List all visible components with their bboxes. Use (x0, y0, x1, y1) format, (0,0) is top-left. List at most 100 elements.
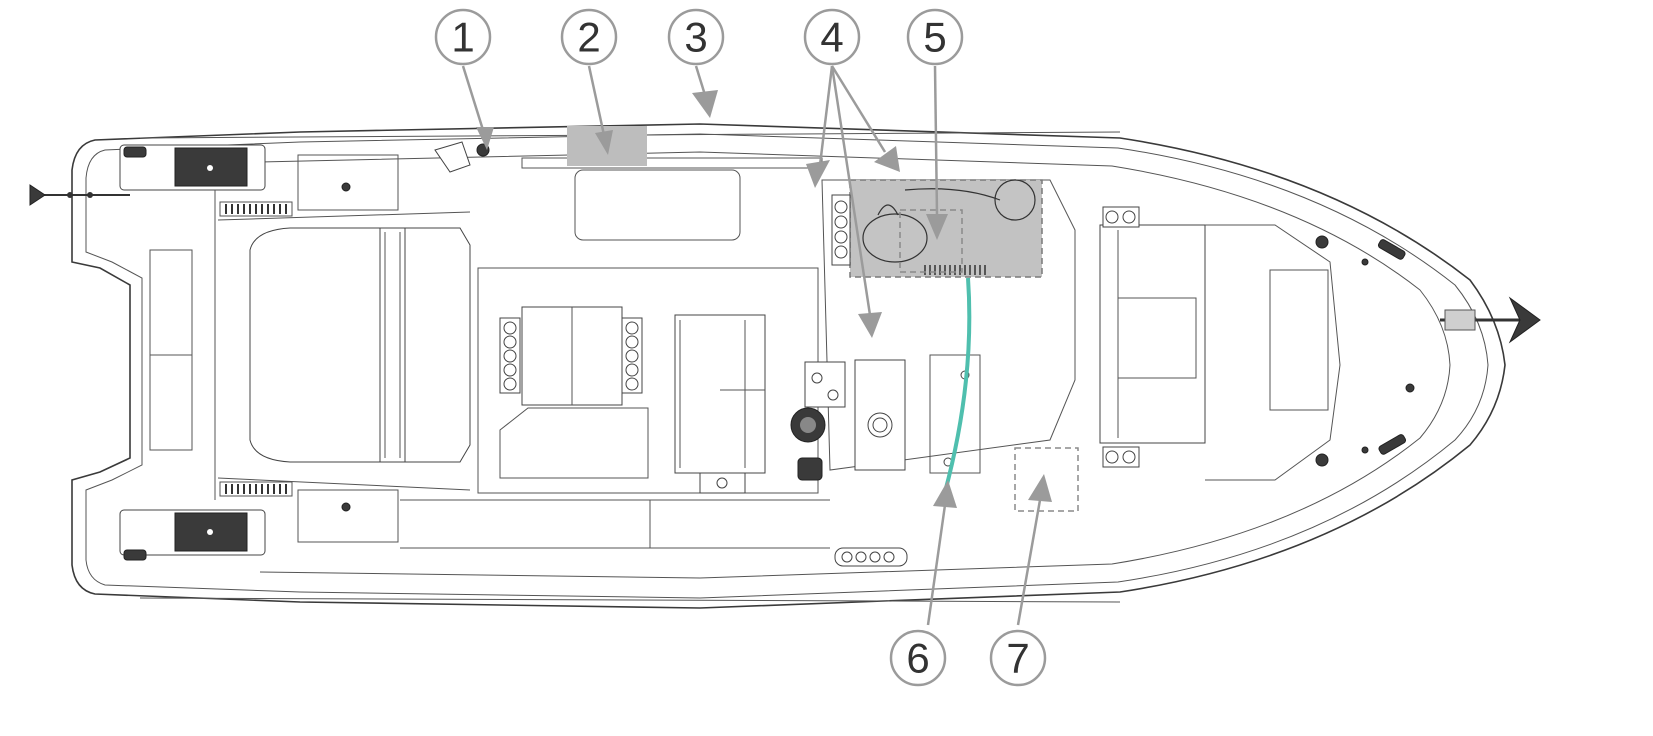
callout-label: 7 (1006, 635, 1029, 682)
bow-locker (1269, 269, 1329, 411)
side-vent-bottom (834, 547, 908, 567)
callout-circle (803, 8, 861, 66)
leader-4a (818, 65, 834, 166)
callout-label: 4 (820, 14, 843, 61)
drain-icon (872, 417, 888, 433)
leaders (461, 65, 1052, 626)
bow-deck (1205, 224, 1341, 481)
callout-2: 2 (560, 8, 618, 66)
screw-icon (341, 502, 351, 512)
stern-area (29, 144, 471, 561)
screw-icon (1405, 383, 1415, 393)
side-locker-bottom (297, 489, 399, 543)
rub-rail-bottom (139, 597, 1121, 603)
console-side (929, 354, 981, 474)
screw-icon (207, 165, 213, 171)
deck-line (217, 211, 471, 221)
callout-label: 6 (906, 635, 929, 682)
zone-5 (899, 209, 963, 273)
arrowhead (926, 214, 948, 240)
outboard-bracket-icon (29, 184, 130, 206)
console-outline (821, 179, 1076, 471)
screw-icon (341, 182, 351, 192)
callout-5: 5 (906, 8, 964, 66)
arrowhead (476, 127, 494, 150)
deck-line (217, 477, 471, 491)
toilet-icon (862, 204, 928, 263)
aft-seat-cushion (249, 227, 471, 463)
leader-6 (926, 504, 947, 626)
arrowhead (595, 130, 613, 155)
leader-7 (1016, 499, 1042, 626)
hull (71, 123, 1506, 609)
callout-circle (667, 8, 725, 66)
bow-light-icon (1315, 453, 1329, 467)
screw-icon (1361, 258, 1369, 266)
bow-seat (1099, 224, 1206, 444)
arrowhead (806, 160, 830, 188)
callout-circle (560, 8, 618, 66)
bow-cup-holders-top (1102, 206, 1140, 228)
callout-circle (889, 629, 947, 687)
aft-bench-seat (249, 227, 471, 463)
fuel-filler-icon (434, 141, 490, 173)
callout-label: 5 (923, 14, 946, 61)
vent-top (219, 201, 293, 217)
platform-panel (149, 249, 193, 356)
bow-area (1099, 206, 1541, 481)
callout-circle (906, 8, 964, 66)
callout-label: 2 (577, 14, 600, 61)
bench-lounge (499, 407, 649, 479)
callout-4: 4 (803, 8, 861, 66)
cup-holders-right (621, 317, 643, 394)
throttle-icon (797, 457, 823, 481)
hull-inner (85, 133, 1489, 599)
cleat-icon (123, 549, 147, 561)
helm-seat (674, 314, 766, 474)
hull-outer (71, 123, 1506, 609)
callout-circle (989, 629, 1047, 687)
cleat-icon (1377, 239, 1406, 260)
callout-3: 3 (667, 8, 725, 66)
anchor-icon (1440, 296, 1541, 344)
arrowhead (933, 480, 957, 508)
bow-cup-holders-bottom (1102, 446, 1140, 468)
sink-icon (904, 179, 1036, 221)
hose-line (943, 277, 972, 493)
bow-light-icon (1315, 235, 1329, 249)
platform-panel (149, 354, 193, 451)
deck-edge (259, 151, 1451, 579)
cup-holders-left (499, 317, 521, 394)
leader-5 (933, 65, 939, 216)
side-storage (574, 169, 741, 241)
steering-wheel-icon (790, 407, 826, 443)
screw-icon (207, 529, 213, 535)
cleat-icon (1378, 434, 1407, 455)
side-locker-top (297, 154, 399, 211)
arrowhead (692, 90, 718, 118)
leader-4c (830, 65, 872, 316)
callout-label: 1 (451, 14, 474, 61)
arrowhead (858, 312, 882, 338)
gauge-cluster (804, 361, 846, 408)
callout-1: 1 (434, 8, 492, 66)
callout-label: 3 (684, 14, 707, 61)
cabin-grille (924, 265, 986, 275)
leader-1 (461, 65, 485, 131)
zone-7 (1014, 447, 1079, 512)
callout-7: 7 (989, 629, 1047, 687)
arrowhead (874, 146, 900, 172)
helm-console (790, 179, 1076, 481)
cabin-porthole (831, 194, 851, 266)
arrowhead (1028, 474, 1052, 502)
drain-icon (716, 477, 728, 489)
vent-bottom (219, 481, 293, 497)
cleat-icon (123, 146, 147, 158)
screw-icon (1361, 446, 1369, 454)
callout-circle (434, 8, 492, 66)
callout-6: 6 (889, 629, 947, 687)
leader-3 (694, 65, 707, 96)
leader-4b (830, 65, 887, 153)
